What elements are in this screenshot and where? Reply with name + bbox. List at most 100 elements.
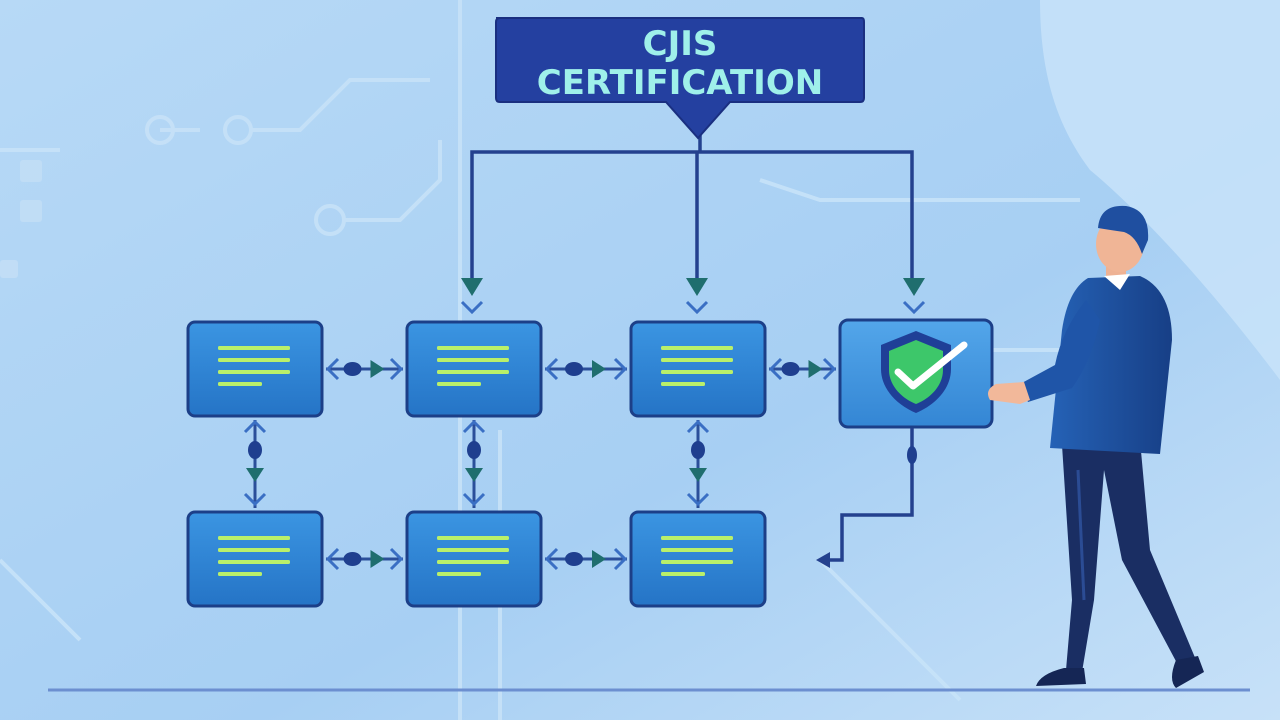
chevron-left-icon <box>544 357 559 381</box>
figure-hand <box>988 382 1030 404</box>
text-line-mark <box>661 370 733 374</box>
document-node-r2c3 <box>629 510 767 608</box>
chevron-down-icon <box>902 300 926 315</box>
chevron-down-icon <box>685 300 709 315</box>
chevron-left-icon <box>544 547 559 571</box>
connector-dot <box>248 441 262 459</box>
vertical-connector <box>686 419 710 508</box>
arrow-down-icon <box>689 468 707 482</box>
arrow-down-icon <box>461 278 483 296</box>
arrow-right-icon <box>370 550 385 568</box>
connector-dot <box>565 552 583 566</box>
chevron-right-icon <box>613 547 628 571</box>
arrow-down-icon <box>903 278 925 296</box>
text-line-mark <box>437 346 509 350</box>
text-line-mark <box>661 536 733 540</box>
chevron-up-icon <box>462 419 486 434</box>
shield-check-icon <box>881 331 968 413</box>
connector-dot <box>343 552 362 566</box>
banner-shape <box>495 17 865 140</box>
document-node-r1c2 <box>405 320 543 418</box>
chevron-left-icon <box>325 547 340 571</box>
background-blob <box>1040 0 1280 380</box>
text-line-mark <box>661 560 733 564</box>
circuit-dots <box>0 160 42 278</box>
horizontal-connector <box>325 547 404 571</box>
top-down-arrow <box>685 278 709 315</box>
arrow-right-icon <box>592 360 606 378</box>
chevron-down-icon <box>460 300 484 315</box>
text-line-mark <box>437 370 509 374</box>
connector-dot <box>781 362 800 376</box>
chevron-up-icon <box>243 419 267 434</box>
text-line-mark <box>661 572 705 576</box>
left-shoe <box>1036 668 1086 686</box>
horizontal-connector <box>325 357 404 381</box>
chevron-left-icon <box>325 357 340 381</box>
text-line-mark <box>218 370 290 374</box>
text-line-mark <box>218 548 290 552</box>
text-line-mark <box>218 382 262 386</box>
text-line-mark <box>218 572 262 576</box>
connector-dot <box>467 441 481 459</box>
chevron-right-icon <box>389 547 404 571</box>
document-node-r1c1 <box>186 320 324 418</box>
vertical-connector <box>462 419 486 508</box>
businessman-figure <box>988 205 1204 688</box>
text-line-mark <box>218 536 290 540</box>
text-line-mark <box>437 548 509 552</box>
arrow-right-icon <box>370 360 385 378</box>
chevron-left-icon <box>768 357 783 381</box>
horizontal-connector <box>544 357 628 381</box>
arrow-down-icon <box>465 468 483 482</box>
connector-dot <box>565 362 583 376</box>
arrow-right-icon <box>592 550 606 568</box>
connector-dot <box>343 362 362 376</box>
chevron-right-icon <box>613 357 628 381</box>
connector-dot <box>691 441 705 459</box>
horizontal-connector <box>544 547 628 571</box>
text-line-mark <box>661 548 733 552</box>
certified-node <box>838 318 994 429</box>
arrow-down-icon <box>686 278 708 296</box>
vertical-connector <box>243 419 267 508</box>
text-line-mark <box>437 536 509 540</box>
text-line-mark <box>437 572 481 576</box>
banner-title-line2: CERTIFICATION <box>537 63 823 103</box>
title-banner: CJIS CERTIFICATION <box>495 17 865 140</box>
document-node-r2c2 <box>405 510 543 608</box>
chevron-up-icon <box>686 419 710 434</box>
text-line-mark <box>437 358 509 362</box>
chevron-right-icon <box>389 357 404 381</box>
top-down-arrow <box>460 278 484 315</box>
arrow-down-icon <box>246 468 264 482</box>
node-connectors <box>243 357 837 571</box>
text-line-mark <box>437 382 481 386</box>
document-node-r2c1 <box>186 510 324 608</box>
arrow-right-icon <box>808 360 823 378</box>
document-nodes <box>186 320 767 608</box>
figure-hair <box>1098 205 1149 254</box>
right-shoe <box>1172 656 1204 688</box>
text-line-mark <box>661 358 733 362</box>
text-line-mark <box>218 358 290 362</box>
top-arrows <box>460 278 926 315</box>
text-line-mark <box>661 346 733 350</box>
chevron-right-icon <box>822 357 837 381</box>
figure-pants <box>1062 440 1196 672</box>
figure-arm <box>1020 300 1100 402</box>
chevron-down-icon <box>462 492 486 507</box>
return-connector <box>816 428 917 568</box>
top-down-arrow <box>902 278 926 315</box>
text-line-mark <box>218 346 290 350</box>
horizontal-connector <box>768 357 837 381</box>
document-node-r1c3 <box>629 320 767 418</box>
chevron-down-icon <box>686 492 710 507</box>
banner-title-line1: CJIS <box>643 24 718 64</box>
text-line-mark <box>437 560 509 564</box>
text-line-mark <box>218 560 290 564</box>
text-line-mark <box>661 382 705 386</box>
chevron-down-icon <box>243 492 267 507</box>
